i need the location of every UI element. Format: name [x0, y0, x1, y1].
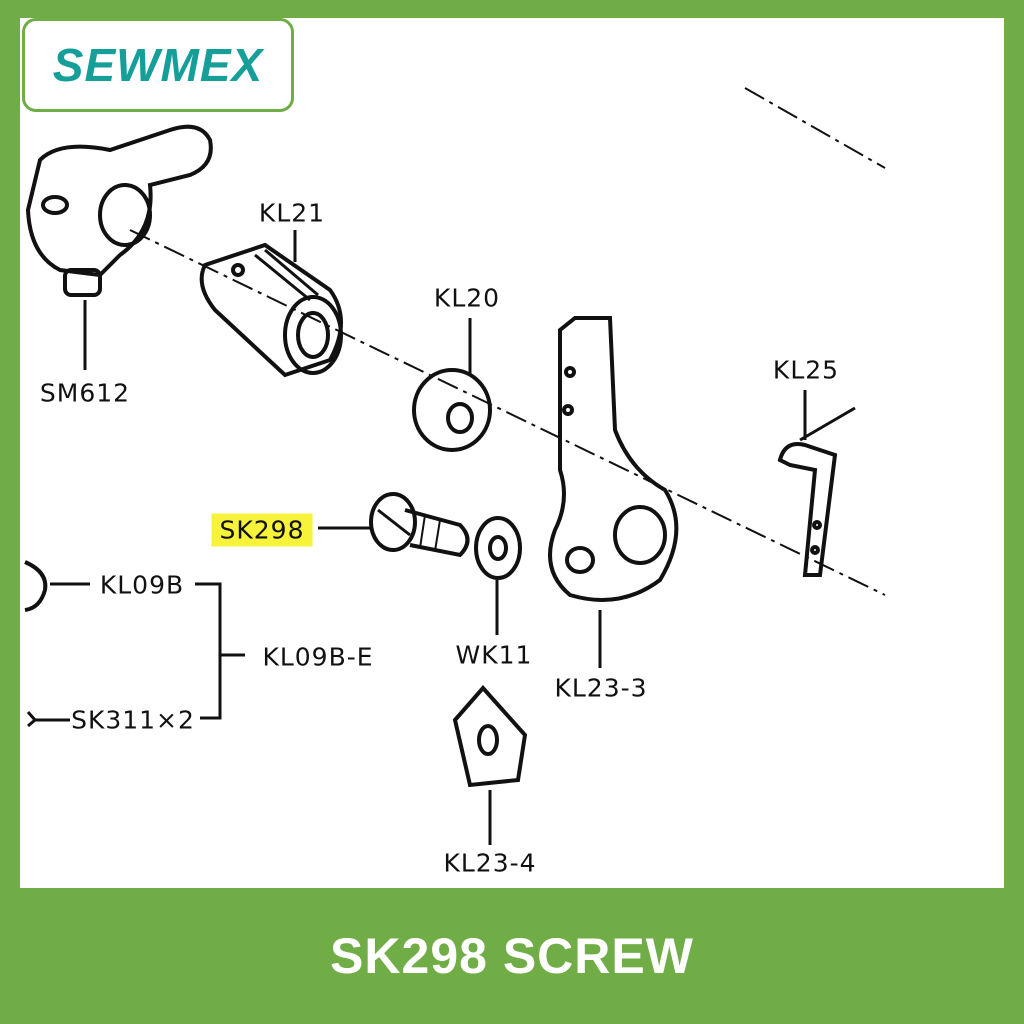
footer-banner: SK298 SCREW: [0, 888, 1024, 1024]
label-kl20: KL20: [433, 283, 501, 313]
kl20-part: [412, 318, 492, 452]
label-kl21: KL21: [258, 198, 326, 228]
label-kl09b-e: KL09B-E: [262, 642, 374, 672]
label-kl25: KL25: [772, 355, 840, 385]
kl09b-bracket: [24, 560, 245, 728]
center-axis-line: [129, 229, 886, 596]
sm612-part: [25, 124, 213, 370]
kl23-3-part: [548, 316, 679, 668]
label-wk11: WK11: [455, 640, 533, 670]
kl21-part: [199, 230, 343, 378]
label-sk311: SK311×2: [71, 705, 195, 735]
center-axis-line-top: [744, 87, 886, 169]
label-kl23-3: KL23-3: [554, 673, 648, 703]
wk11-part: [474, 516, 522, 635]
logo-text: SEWMEX: [52, 39, 264, 91]
label-kl09b: KL09B: [99, 570, 185, 600]
label-sk298-highlighted: SK298: [211, 513, 313, 547]
kl25-part: [777, 390, 856, 577]
sewmex-logo: SEWMEX: [22, 18, 294, 112]
sk298-screw-part: [318, 492, 470, 558]
diagram-canvas: [20, 18, 1004, 888]
kl23-4-part: [452, 684, 528, 845]
product-title: SK298 SCREW: [330, 928, 694, 984]
label-kl23-4: KL23-4: [443, 848, 537, 878]
label-sm612: SM612: [39, 378, 131, 408]
